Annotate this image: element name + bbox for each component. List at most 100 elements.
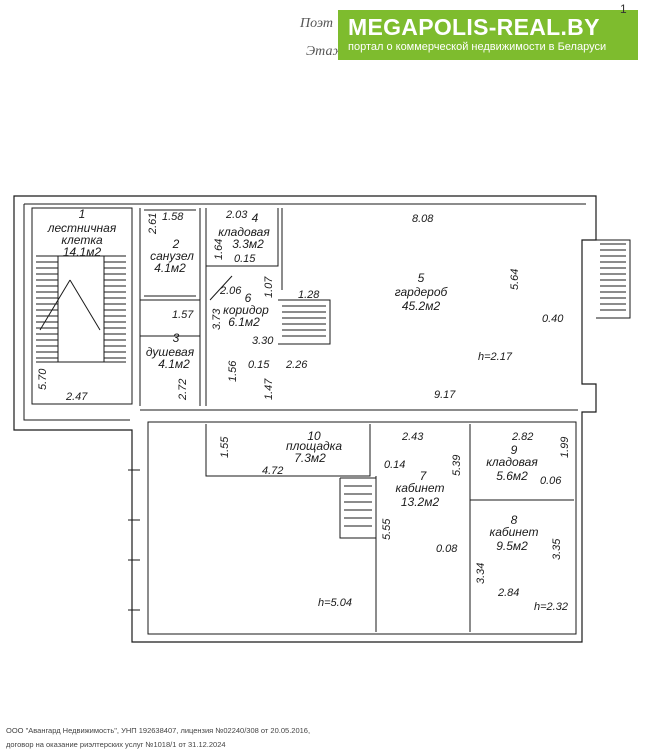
- entrance-stair: [596, 239, 631, 319]
- room-label-5: 5 гардероб 45.2м2: [395, 271, 449, 313]
- svg-text:2.84: 2.84: [497, 587, 519, 599]
- room-label-1: 1 лестничная клетка 14.1м2: [47, 207, 117, 259]
- svg-text:0.08: 0.08: [436, 543, 458, 555]
- svg-text:кабинет: кабинет: [490, 525, 539, 539]
- svg-text:5.39: 5.39: [451, 455, 463, 476]
- svg-text:гардероб: гардероб: [395, 285, 449, 299]
- sheet-header-line1: Поэт: [300, 16, 334, 31]
- svg-text:1: 1: [79, 207, 86, 221]
- svg-text:0.15: 0.15: [234, 253, 256, 265]
- room-label-2: 2 санузел 4.1м2: [150, 237, 194, 275]
- svg-text:клетка: клетка: [61, 233, 103, 247]
- svg-text:h=2.32: h=2.32: [534, 601, 568, 613]
- svg-text:14.1м2: 14.1м2: [63, 245, 102, 259]
- svg-text:45.2м2: 45.2м2: [402, 299, 441, 313]
- svg-text:8.08: 8.08: [412, 213, 434, 225]
- svg-text:2.82: 2.82: [511, 431, 533, 443]
- outer-wall: [13, 195, 597, 643]
- svg-text:кладовая: кладовая: [218, 225, 270, 239]
- svg-text:2.61: 2.61: [147, 213, 159, 235]
- svg-text:9: 9: [511, 443, 518, 457]
- banner-tagline: портал о коммерческой недвижимости в Бел…: [348, 41, 607, 53]
- svg-text:4.72: 4.72: [262, 465, 283, 477]
- site-banner[interactable]: MEGAPOLIS-REAL.BY портал о коммерческой …: [338, 10, 638, 60]
- svg-text:кабинет: кабинет: [396, 481, 445, 495]
- svg-text:0.06: 0.06: [540, 475, 562, 487]
- svg-text:0.40: 0.40: [542, 313, 564, 325]
- svg-text:1.56: 1.56: [227, 360, 239, 382]
- svg-text:3.34: 3.34: [475, 563, 487, 584]
- room-label-8: 8 кабинет 9.5м2: [490, 513, 539, 553]
- svg-text:4.1м2: 4.1м2: [158, 357, 190, 371]
- svg-text:3.35: 3.35: [551, 538, 563, 560]
- svg-text:9.17: 9.17: [434, 389, 456, 401]
- svg-text:h=2.17: h=2.17: [478, 351, 513, 363]
- svg-text:6: 6: [245, 291, 252, 305]
- svg-text:5.55: 5.55: [381, 518, 393, 540]
- banner-corner-mark: 1: [620, 2, 627, 16]
- room-label-9: 9 кладовая 5.6м2: [486, 443, 538, 483]
- svg-text:4.1м2: 4.1м2: [154, 261, 186, 275]
- svg-text:кладовая: кладовая: [486, 455, 538, 469]
- room-label-7: 7 кабинет 13.2м2: [396, 469, 445, 509]
- banner-brand: MEGAPOLIS-REAL.BY: [348, 14, 600, 40]
- svg-text:3.73: 3.73: [211, 308, 223, 330]
- svg-text:8: 8: [511, 513, 518, 527]
- svg-text:0.15: 0.15: [248, 359, 270, 371]
- stair-steps: [36, 255, 126, 363]
- svg-text:3: 3: [173, 331, 180, 345]
- svg-text:3.30: 3.30: [252, 335, 274, 347]
- lower-partitions: [205, 424, 574, 632]
- svg-text:2.06: 2.06: [219, 285, 242, 297]
- svg-text:h=5.04: h=5.04: [318, 597, 352, 609]
- svg-text:1.64: 1.64: [213, 239, 225, 260]
- svg-text:коридор: коридор: [223, 303, 269, 317]
- svg-text:1.58: 1.58: [162, 211, 184, 223]
- svg-text:1.07: 1.07: [263, 276, 275, 298]
- svg-text:1.57: 1.57: [172, 309, 194, 321]
- svg-text:2.47: 2.47: [65, 391, 88, 403]
- svg-text:7: 7: [420, 469, 428, 483]
- room-label-4: 4 кладовая 3.3м2: [218, 211, 270, 251]
- svg-text:10: 10: [307, 429, 321, 443]
- svg-text:4: 4: [252, 211, 259, 225]
- svg-text:2: 2: [172, 237, 180, 251]
- svg-text:площадка: площадка: [286, 439, 342, 453]
- footer-line2: договор на оказание риэлтерских услуг №1…: [6, 740, 226, 749]
- lower-stair: [344, 485, 372, 527]
- windows: [128, 469, 140, 611]
- svg-text:1.99: 1.99: [559, 437, 571, 458]
- svg-text:13.2м2: 13.2м2: [401, 495, 440, 509]
- room-label-3: 3 душевая 4.1м2: [146, 331, 195, 371]
- stair-hall-wall: [31, 207, 133, 405]
- svg-text:2.03: 2.03: [225, 209, 248, 221]
- svg-text:9.5м2: 9.5м2: [496, 539, 528, 553]
- svg-text:санузел: санузел: [150, 249, 194, 263]
- svg-text:5.64: 5.64: [509, 269, 521, 290]
- svg-text:1.47: 1.47: [263, 378, 275, 400]
- corridor-walls: [205, 208, 331, 406]
- ceiling-heights: h=2.17 h=5.04 h=2.32: [318, 351, 568, 613]
- svg-text:2.26: 2.26: [285, 359, 308, 371]
- svg-text:1.55: 1.55: [219, 436, 231, 458]
- footer-line1: ООО "Авангард Недвижимость", УНП 1926384…: [6, 726, 311, 735]
- svg-text:0.14: 0.14: [384, 459, 405, 471]
- bath-walls: [139, 208, 201, 406]
- floor-plan: 1 лестничная клетка 14.1м2 2 санузел 4.1…: [13, 195, 631, 643]
- svg-text:1.28: 1.28: [298, 289, 320, 301]
- room-label-10: 10 площадка 7.3м2: [286, 429, 342, 465]
- inner-stair: [282, 305, 326, 337]
- svg-text:5.70: 5.70: [37, 368, 49, 390]
- svg-text:5.6м2: 5.6м2: [496, 469, 528, 483]
- svg-text:5: 5: [418, 271, 425, 285]
- svg-text:6.1м2: 6.1м2: [228, 315, 260, 329]
- svg-text:душевая: душевая: [146, 345, 195, 359]
- dimension-labels: 5.70 2.47 1.58 2.61 2.03 1.64 0.15 2.06 …: [37, 209, 571, 599]
- lower-wall: [147, 421, 577, 635]
- room-label-6: 6 коридор 6.1м2: [223, 291, 269, 329]
- svg-text:3.3м2: 3.3м2: [232, 237, 264, 251]
- svg-text:2.43: 2.43: [401, 431, 424, 443]
- svg-text:2.72: 2.72: [177, 379, 189, 401]
- svg-text:7.3м2: 7.3м2: [294, 451, 326, 465]
- svg-text:лестничная: лестничная: [47, 221, 117, 235]
